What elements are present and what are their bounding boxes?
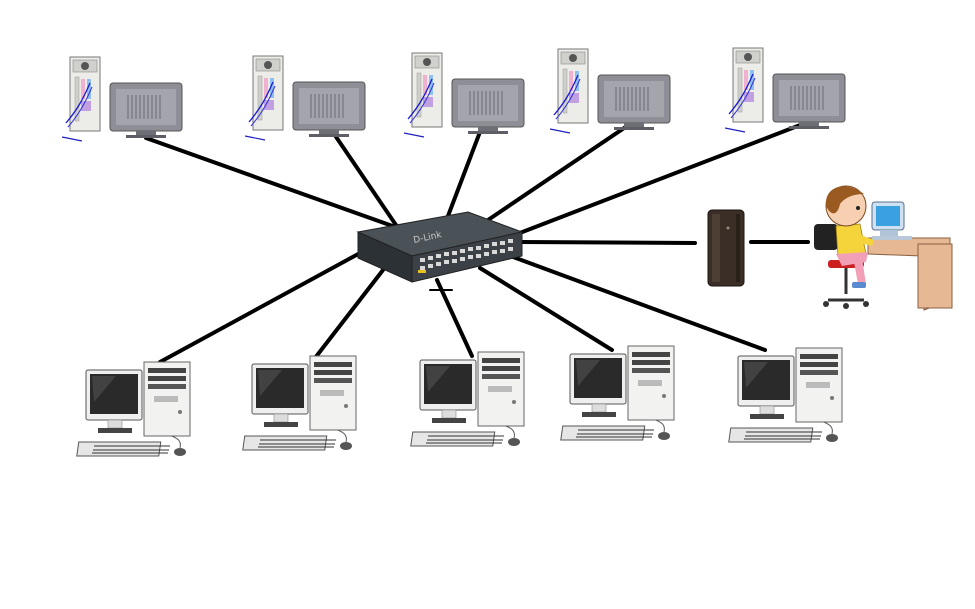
- network-switch: D-Link: [356, 211, 524, 283]
- cable: [503, 252, 767, 352]
- desktop-computer-icon: [76, 361, 191, 457]
- pc-rear-2: [244, 55, 366, 141]
- pc-tower-rear-and-monitor-icon: [549, 48, 671, 134]
- user-at-computer-desk-icon: [814, 185, 953, 311]
- pc-front-2: [242, 355, 357, 451]
- pc-tower-rear-and-monitor-icon: [403, 52, 525, 138]
- cable: [446, 122, 485, 218]
- pc-tower-rear-and-monitor-icon: [244, 55, 366, 141]
- cable: [144, 136, 400, 230]
- pc-rear-5: [724, 47, 846, 133]
- desktop-computer-icon: [728, 347, 843, 443]
- cable: [510, 120, 810, 238]
- desktop-computer-icon: [242, 355, 357, 451]
- cable: [478, 266, 614, 352]
- pc-tower-rear-and-monitor-icon: [724, 47, 846, 133]
- cable: [158, 251, 362, 364]
- cable: [518, 240, 697, 245]
- network-cables: [144, 120, 810, 364]
- pc-front-3: [410, 351, 525, 447]
- cable-modem-icon: [707, 209, 745, 287]
- cable: [313, 268, 385, 360]
- pc-rear-1: [61, 56, 183, 142]
- user-workstation: [814, 185, 953, 311]
- pc-tower-rear-and-monitor-icon: [61, 56, 183, 142]
- desktop-computer-icon: [410, 351, 525, 447]
- pc-front-5: [728, 347, 843, 443]
- pc-rear-3: [403, 52, 525, 138]
- cable: [483, 120, 635, 224]
- network-switch-icon: D-Link: [356, 211, 524, 283]
- pc-front-4: [560, 345, 675, 441]
- cable-modem: [707, 209, 745, 287]
- cable: [435, 278, 474, 358]
- pc-rear-4: [549, 48, 671, 134]
- pc-front-1: [76, 361, 191, 457]
- cable: [328, 126, 400, 230]
- desktop-computer-icon: [560, 345, 675, 441]
